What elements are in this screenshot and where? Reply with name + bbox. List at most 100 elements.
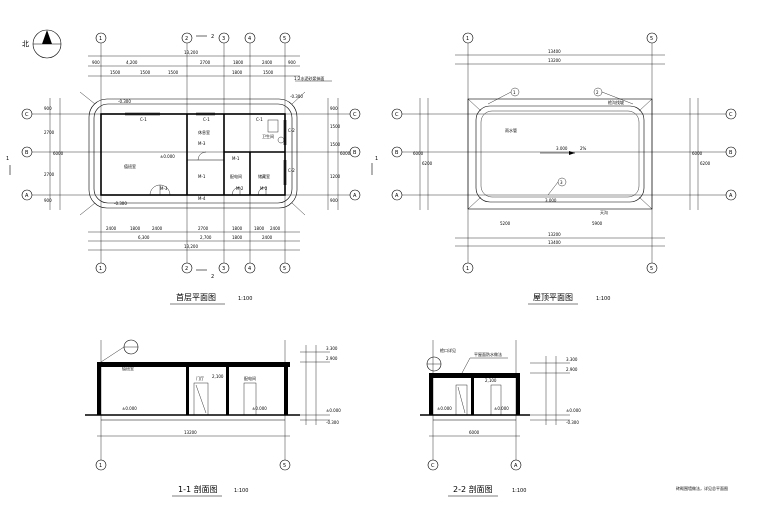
sec1-room-level-2: ±0.000	[252, 406, 267, 411]
roof-label-3: 檐沟找坡	[608, 99, 624, 105]
roof-top-dim-2: 13200	[548, 58, 561, 63]
sec1-room-level-1: ±0.000	[122, 406, 137, 411]
plan-right-dim-1: 900	[330, 106, 338, 111]
plan-door-tag-3: M-2	[236, 186, 244, 191]
plan-door-tag-2: M-1	[198, 174, 206, 179]
roof-grid-1b: 1	[466, 266, 469, 272]
plan-bot-in-4: 2400	[262, 235, 273, 240]
sec1-grid-1: 1	[99, 463, 102, 469]
roof-side-dim-1: 6000	[413, 151, 424, 156]
sec2-scale: 1:100	[512, 488, 526, 494]
plan-room-tag-3: C-1	[256, 117, 263, 122]
sec1-level-3: ±0.000	[326, 408, 341, 413]
plan-room-name-2: 卫生间	[262, 133, 274, 139]
plan-level-1: ±0.000	[160, 154, 175, 159]
plan-top-in-5: 1500	[263, 70, 274, 75]
roof-ref-2: 2	[596, 90, 599, 95]
roof-ref-3: 3	[560, 180, 563, 185]
roof-title: 屋顶平面图	[533, 293, 573, 302]
plan-bot-dim-5: 1800	[232, 226, 243, 231]
plan-bot-dim-2: 1800	[130, 226, 141, 231]
plan-left-dim-2: 2700	[44, 130, 55, 135]
section-mark-1-right: 1	[375, 156, 378, 162]
roof-side-dim-2: 6200	[422, 161, 433, 166]
grid-bubble-b-r: B	[353, 150, 357, 156]
roof-ref-1: 1	[513, 90, 516, 95]
roof-side-dim-4: 6200	[700, 161, 711, 166]
plan-top-in-1: 1500	[110, 70, 121, 75]
plan-bot-dim-7: 2400	[270, 226, 281, 231]
section-mark-2-bottom: 2	[211, 274, 214, 280]
plan-room-name-4: 配电间	[230, 173, 242, 179]
roof-scale: 1:100	[596, 296, 610, 302]
roof-parapet	[475, 105, 645, 203]
plan-level-4: -0.300	[290, 94, 303, 99]
section-mark-1-left: 1	[6, 156, 9, 162]
plan-room-tag-4: C-2	[288, 128, 295, 133]
roof-grid-a-r: A	[729, 193, 733, 199]
plan-door-tag-4: M-1	[232, 156, 240, 161]
grid-bubble-5b: 5	[283, 266, 286, 272]
plan-left-dim-4: 900	[44, 198, 52, 203]
plan-grid-bottom: 1 2 3 4 5	[95, 262, 291, 274]
sec2-total: 6000	[469, 430, 480, 435]
plan-note: 1:2水泥砂浆抹面	[294, 75, 324, 81]
roof-grid-5b: 5	[650, 266, 653, 272]
plan-door-tag-1: M-3	[160, 186, 168, 191]
grid-bubble-3b: 3	[222, 266, 225, 272]
sec2-door-height: 2,100	[485, 378, 497, 383]
roof-level-2: 3.000	[545, 198, 557, 203]
roof-grid-b-r: B	[729, 150, 733, 156]
sec1-room-1: 值班室	[122, 365, 134, 371]
plan-title: 首层平面图	[176, 292, 216, 302]
roof-side-dim-3: 6000	[692, 151, 703, 156]
plan-top-dim-1: 900	[92, 60, 100, 65]
roof-grid-a: A	[395, 193, 399, 199]
plan-grid-top: 1 2 3 4 5	[95, 32, 291, 44]
grid-bubble-c: C	[25, 112, 29, 118]
plan-bot-in-1: 6,300	[138, 235, 150, 240]
plan-top-dim-3: 2700	[200, 60, 211, 65]
roof-grid-1: 1	[466, 36, 469, 42]
plan-top-in-3: 1500	[168, 70, 179, 75]
plan-right-dim-4: 1200	[330, 174, 341, 179]
plan-room-tag-1: C-1	[140, 117, 147, 122]
plan-top-dim-6: 900	[288, 60, 296, 65]
plan-room-tag-5: C-2	[288, 168, 295, 173]
section-cut-1: 1 1	[6, 156, 378, 175]
grid-bubble-2b: 2	[185, 266, 188, 272]
roof-level-1: 3.000	[556, 146, 568, 151]
roof-label-1: 天沟	[600, 209, 608, 215]
roof-grid-c-r: C	[729, 112, 733, 118]
plan-bot-dim-3: 2400	[152, 226, 163, 231]
grid-bubble-4: 4	[248, 36, 251, 42]
sec1-scale: 1:100	[234, 488, 248, 494]
plan-room-name-3: 休息室	[198, 129, 210, 135]
grid-bubble-1: 1	[99, 36, 102, 42]
grid-bubble-b: B	[25, 150, 29, 156]
ground-floor-plan: 1 2 3 4 5 1 2 3 4 5 C B A C B A	[6, 32, 378, 305]
section-2-2: C A 檐口详见 平屋面防水做法 2,100 ±0.000 ±0.000 3.3…	[420, 340, 581, 497]
plan-top-dim-4: 1800	[233, 60, 244, 65]
plan-door-tag-7: M-4	[198, 196, 206, 201]
section-cut-2: 2 2	[196, 34, 214, 280]
sec2-grid-a: A	[514, 463, 518, 469]
plan-right-dim-2: 1500	[330, 124, 341, 129]
grid-bubble-2: 2	[185, 36, 188, 42]
plan-right-dim-3: 1500	[330, 142, 341, 147]
plan-door-tag-6: M-3	[198, 141, 206, 146]
sec1-level-4: -0.300	[326, 420, 339, 425]
plan-bot-dim-4: 2700	[198, 226, 209, 231]
sec2-level-4: -0.300	[566, 420, 579, 425]
plan-bot-in-2: 2,700	[200, 235, 212, 240]
grid-bubble-c-r: C	[353, 112, 357, 118]
grid-bubble-1b: 1	[99, 266, 102, 272]
sec2-title: 2-2 剖面图	[453, 484, 493, 494]
plan-room-name-1: 值班室	[124, 163, 136, 169]
plan-exterior-wall	[100, 113, 286, 196]
grid-bubble-3: 3	[222, 36, 225, 42]
sec1-total: 13200	[184, 430, 197, 435]
plan-top-dim-5: 2400	[262, 60, 273, 65]
plan-room-name-5: 储藏室	[258, 173, 270, 179]
